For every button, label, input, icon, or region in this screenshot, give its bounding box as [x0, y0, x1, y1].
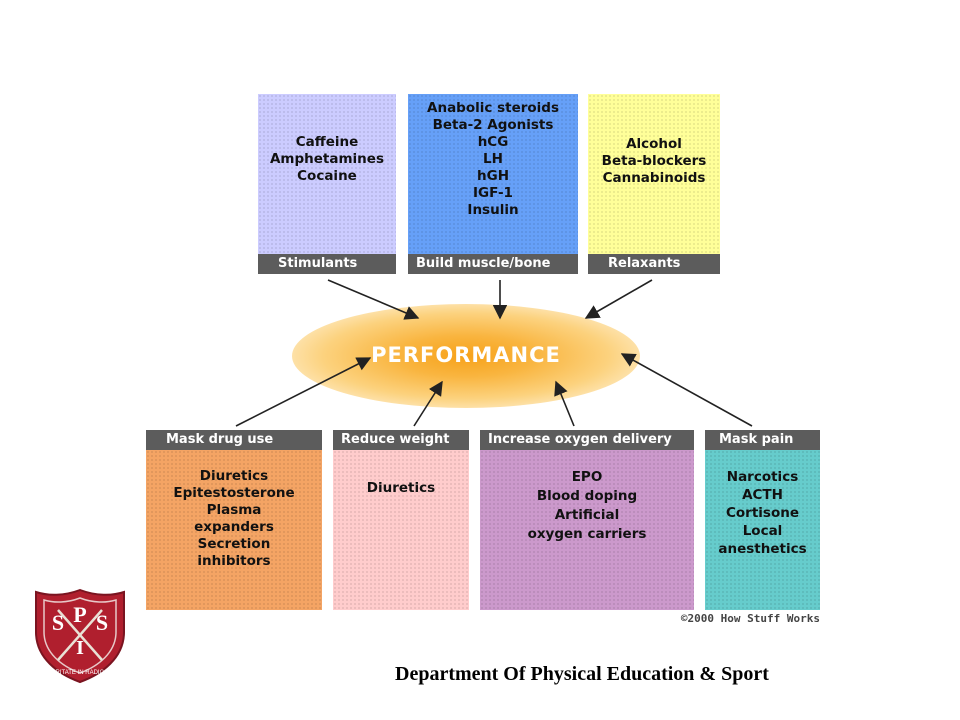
mask-pain-label: Mask pain — [705, 430, 820, 450]
mask-pain-box: Mask pain Narcotics ACTH Cortisone Local… — [705, 430, 820, 610]
department-footer: Department Of Physical Education & Sport — [395, 663, 769, 685]
crest-letter-p: P — [73, 602, 86, 627]
reduce-weight-box: Reduce weight Diuretics — [333, 430, 469, 610]
performance-ellipse — [292, 304, 640, 408]
arrow-mask-drug — [235, 357, 372, 427]
mask-pain-items: Narcotics ACTH Cortisone Local anestheti… — [718, 469, 807, 557]
crest-letter-i: I — [76, 637, 84, 659]
performance-label: PERFORMANCE — [371, 343, 561, 367]
arrow-relaxants — [584, 279, 653, 319]
build-muscle-box: Anabolic steroids Beta-2 Agonists hCG LH… — [408, 94, 578, 274]
stimulants-box: Caffeine Amphetamines Cocaine Stimulants — [258, 94, 396, 274]
copyright-credit: ©2000 How Stuff Works — [680, 612, 820, 625]
crest-letter-s-right: S — [96, 610, 108, 635]
relaxants-label: Relaxants — [588, 254, 720, 274]
arrow-oxygen — [554, 380, 575, 427]
mask-drug-use-items: Diuretics Epitestosterone Plasma expande… — [173, 468, 295, 569]
increase-oxygen-label: Increase oxygen delivery — [480, 430, 694, 450]
relaxants-box: Alcohol Beta-blockers Cannabinoids Relax… — [588, 94, 720, 274]
arrow-stimulants — [327, 279, 420, 320]
arrow-reduce-weight — [413, 380, 443, 427]
increase-oxygen-box: Increase oxygen delivery EPO Blood dopin… — [480, 430, 694, 610]
stimulants-items: Caffeine Amphetamines Cocaine — [269, 134, 384, 184]
school-crest-icon: S P S I CARITATE IN RADICATI — [35, 588, 125, 684]
build-muscle-label: Build muscle/bone — [408, 254, 578, 274]
crest-motto: CARITATE IN RADICATI — [47, 670, 113, 676]
reduce-weight-items: Diuretics — [366, 480, 436, 496]
mask-drug-use-box: Mask drug use Diuretics Epitestosterone … — [146, 430, 322, 610]
reduce-weight-label: Reduce weight — [333, 430, 469, 450]
stimulants-label: Stimulants — [258, 254, 396, 274]
build-muscle-items: Anabolic steroids Beta-2 Agonists hCG LH… — [427, 100, 559, 218]
mask-drug-use-label: Mask drug use — [146, 430, 322, 450]
increase-oxygen-items: EPO Blood doping Artificial oxygen carri… — [527, 469, 647, 542]
relaxants-items: Alcohol Beta-blockers Cannabinoids — [601, 136, 707, 186]
crest-letter-s-left: S — [52, 610, 64, 635]
arrow-mask-pain — [620, 353, 753, 427]
